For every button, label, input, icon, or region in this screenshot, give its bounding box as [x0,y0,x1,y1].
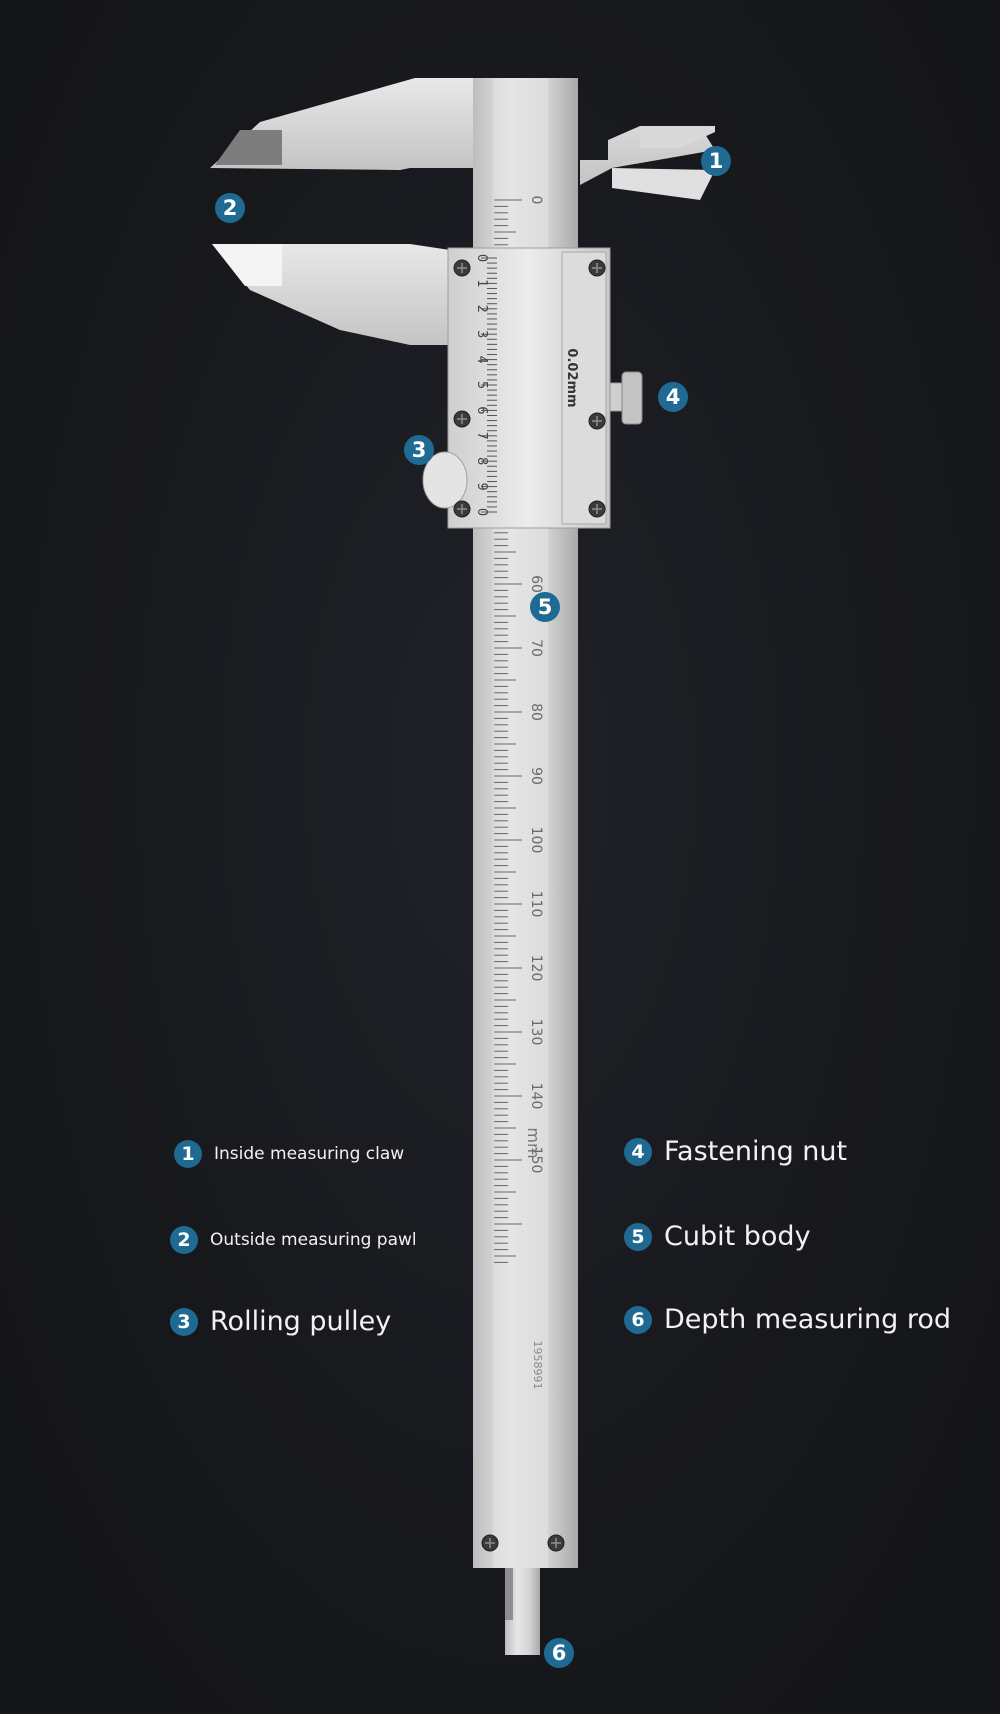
legend-number: 1 [174,1140,202,1168]
vernier-slider [422,247,643,529]
screws [453,259,606,1552]
depth-measuring-rod [505,1560,540,1655]
vernier-scale-number: 5 [474,381,489,389]
vernier-scale-number: 0 [474,508,489,516]
unit-label: mm [524,1127,543,1158]
vernier-scale-number: 9 [474,482,489,490]
legend-number: 2 [170,1226,198,1254]
screw [588,259,606,277]
main-scale-number: 120 [528,955,544,982]
legend-number: 5 [624,1222,652,1251]
screw [588,412,606,430]
legend-label: Fastening nut [664,1136,848,1167]
legend-number: 3 [170,1307,198,1336]
legend-label: Outside measuring pawl [210,1230,417,1250]
vernier-scale-number: 7 [474,432,489,440]
legend-item-5: 5 Cubit body [624,1221,811,1252]
screw [453,500,471,518]
legend-item-1: 1 Inside measuring claw [174,1140,404,1168]
fixed-jaw [210,78,715,345]
vernier-scale-number: 2 [474,305,489,313]
main-scale-number: 130 [528,1019,544,1046]
legend-label: Rolling pulley [210,1306,392,1337]
screw [481,1534,499,1552]
legend-item-3: 3 Rolling pulley [170,1306,391,1337]
vernier-scale-numbers: 0 1 2 3 4 5 6 7 8 9 0 [474,254,489,516]
main-scale-number: 150 [528,1147,544,1174]
screw [588,500,606,518]
main-scale-number: 80 [528,703,544,721]
marker-2: 2 [215,193,245,223]
marker-1: 1 [701,146,731,176]
rolling-pulley [422,451,468,509]
precision-label: 0.02mm [564,348,579,407]
vernier-scale-number: 4 [474,355,489,363]
screw [453,259,471,277]
legend-number: 6 [624,1305,652,1334]
main-scale-number: 100 [528,827,544,854]
main-scale-number: 110 [528,891,544,918]
legend-item-6: 6 Depth measuring rod [624,1304,951,1335]
vernier-scale-number: 1 [474,279,489,287]
main-scale-ticks [494,199,522,1263]
legend-label: Inside measuring claw [214,1144,405,1164]
vernier-scale-ticks [481,257,497,513]
marker-4: 4 [658,382,688,412]
marker-3: 3 [404,435,434,465]
legend-label: Cubit body [664,1221,811,1252]
screw [547,1534,565,1552]
main-scale-number: 90 [528,767,544,785]
marker-6: 6 [544,1638,574,1668]
fastening-nut [621,371,643,425]
main-scale-number: 70 [528,639,544,657]
legend-number: 4 [624,1137,652,1166]
screw [453,410,471,428]
marker-5: 5 [530,592,560,622]
legend-item-4: 4 Fastening nut [624,1136,847,1167]
main-scale-number: 0 [528,196,544,205]
vernier-scale-number: 8 [474,457,489,465]
serial-number: 1958991 [531,1341,544,1390]
main-scale-number: 60 [528,575,544,593]
vernier-scale-number: 3 [474,330,489,338]
legend-item-2: 2 Outside measuring pawl [170,1226,417,1254]
main-scale-number: 140 [528,1083,544,1110]
legend-label: Depth measuring rod [664,1304,952,1335]
vernier-scale-number: 0 [474,254,489,262]
vernier-scale-number: 6 [474,406,489,414]
